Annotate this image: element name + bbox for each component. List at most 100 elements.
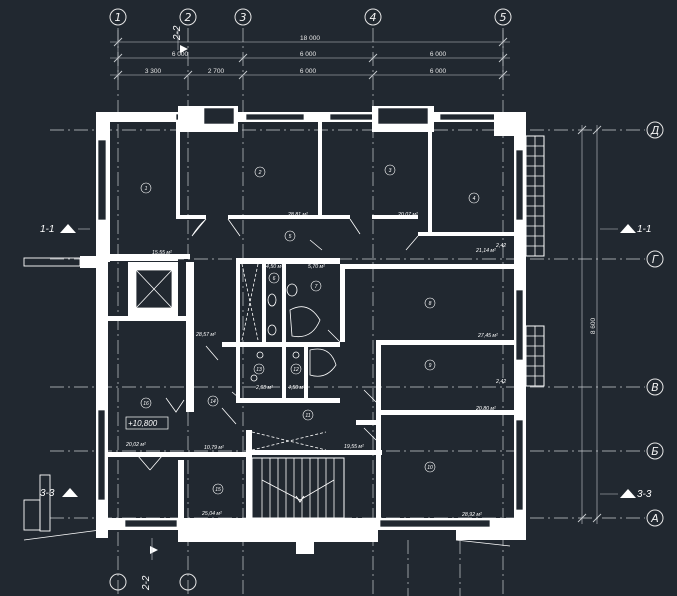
area-room-1: 15,55 м² [152,250,172,256]
axis-label-3: 3 [240,11,247,24]
room-number-10: 10 [427,465,433,471]
axis-bubble-2: 2 [179,8,197,26]
axis-bubble-b: Б [646,442,664,460]
door-swings [137,218,419,471]
section-marker-1-1-right: 1-1 [600,224,651,235]
section-marker-2-2-top: 2-2 [172,25,188,53]
area-room-8: 27,45 м² [477,333,498,339]
dim-row2-c: 6 000 [430,51,447,58]
room-2-marker: 2 [254,166,266,178]
dim-vertical: 8 600 [590,317,597,334]
room-16-marker: 16 [140,397,152,409]
entrance-canopy [23,257,511,547]
interior-walls [108,122,516,526]
axis-label-a: А [650,512,659,525]
axis-label-d: Д [650,124,660,137]
dim-row3-a: 3 300 [145,68,162,75]
room-5-marker: 5 [284,230,296,242]
room-number-5: 5 [289,234,292,240]
area-room-13: 2,98 м² [255,385,273,391]
staircase [261,458,335,518]
bottom-axis-lines [407,540,461,596]
area-room-4: 21,14 м² [475,248,496,254]
sanitary-fixtures [250,283,337,382]
area-room-9: 20,80 м² [475,406,496,412]
axis-bubble-1-bottom [109,573,127,591]
room-14-marker: 14 [207,395,219,407]
axis-bubble-5: 5 [494,8,512,26]
area-loggia-upper: 2,42 [495,243,506,249]
room-number-15: 15 [215,487,221,493]
room-number-6: 6 [273,276,276,282]
dim-row3-c: 6 000 [300,68,317,75]
room-numbers: 1 2 3 4 5 6 7 8 9 10 11 12 13 14 15 16 [140,164,480,495]
area-room-16: 20,02 м² [125,442,146,448]
level-value: +10,800 [128,419,158,428]
axis-label-2: 2 [185,11,192,24]
shaft-lines [241,263,327,451]
axis-label-5: 5 [500,11,507,24]
horizontal-axis-lines [50,129,645,519]
axis-bubble-v: В [646,378,664,396]
axis-bubble-3: 3 [234,8,252,26]
section-marker-3-3-left: 3-3 [40,488,78,499]
room-7-marker: 7 [310,280,322,292]
dimension-chain-overall: 18 000 [110,35,510,47]
room-11-marker: 11 [302,409,314,421]
axis-label-v: В [651,381,659,394]
room-number-2: 2 [258,170,262,176]
axis-label-b: Б [651,445,659,458]
area-room-11: 19,55 м² [344,444,364,450]
room-areas: 28,81 м² 20,07 м² 21,14 м² 15,55 м² 4,50… [125,212,506,518]
dim-row3-b: 2 700 [208,68,225,75]
room-6-marker: 6 [268,272,280,284]
room-number-16: 16 [143,401,149,407]
axis-bubble-2-bottom [179,573,197,591]
area-room-12: 4,50 м² [288,385,305,391]
room-1-marker: 1 [140,182,152,194]
section-label-3-3-left: 3-3 [40,488,55,499]
room-number-7: 7 [315,284,318,290]
room-number-4: 4 [473,196,476,202]
loggia-right-upper [525,135,545,257]
room-number-1: 1 [145,186,148,192]
area-room-5: 28,57 м² [195,332,216,338]
axis-bubble-a: А [646,509,664,527]
axis-label-g: Г [652,253,659,266]
axis-bubble-g: Г [646,250,664,268]
section-marker-2-2-bottom: 2-2 [141,538,158,591]
axis-bubble-d: Д [646,121,664,139]
area-room-7: 5,70 м² [308,264,325,270]
room-number-3: 3 [389,168,392,174]
room-number-8: 8 [429,301,432,307]
section-label-2-2-bottom: 2-2 [141,575,152,591]
room-10-marker: 10 [424,461,436,473]
room-12-marker: 12 [290,363,302,375]
loggia-right-lower [525,325,545,387]
dim-row2-a: 6 000 [172,51,189,58]
section-marker-3-3-right: 3-3 [600,489,652,500]
room-number-11: 11 [305,413,310,419]
dimension-chain-row3: 3 300 2 700 6 000 6 000 [110,68,510,80]
area-room-3: 20,07 м² [397,212,418,218]
room-13-marker: 13 [253,363,265,375]
room-4-marker: 4 [468,192,480,204]
dim-row3-d: 6 000 [430,68,447,75]
area-room-2: 28,81 м² [287,212,308,218]
level-mark: +10,800 [125,416,169,430]
extension-lines [117,30,504,80]
area-room-15: 25,04 м² [201,511,222,517]
dim-overall: 18 000 [300,35,320,42]
room-15-marker: 15 [212,483,224,495]
area-room-14: 10,79 м² [204,445,224,451]
area-loggia-lower: 2,42 [495,379,506,385]
area-room-6: 4,50 м² [266,264,283,270]
section-label-1-1-right: 1-1 [637,224,651,235]
axis-bubble-1: 1 [109,8,127,26]
dimension-chain-row2: 6 000 6 000 6 000 [110,51,510,63]
section-label-1-1-left: 1-1 [40,224,54,235]
room-3-marker: 3 [384,164,396,176]
dimension-vertical-right: 8 600 [577,125,602,524]
room-9-marker: 9 [424,359,436,371]
